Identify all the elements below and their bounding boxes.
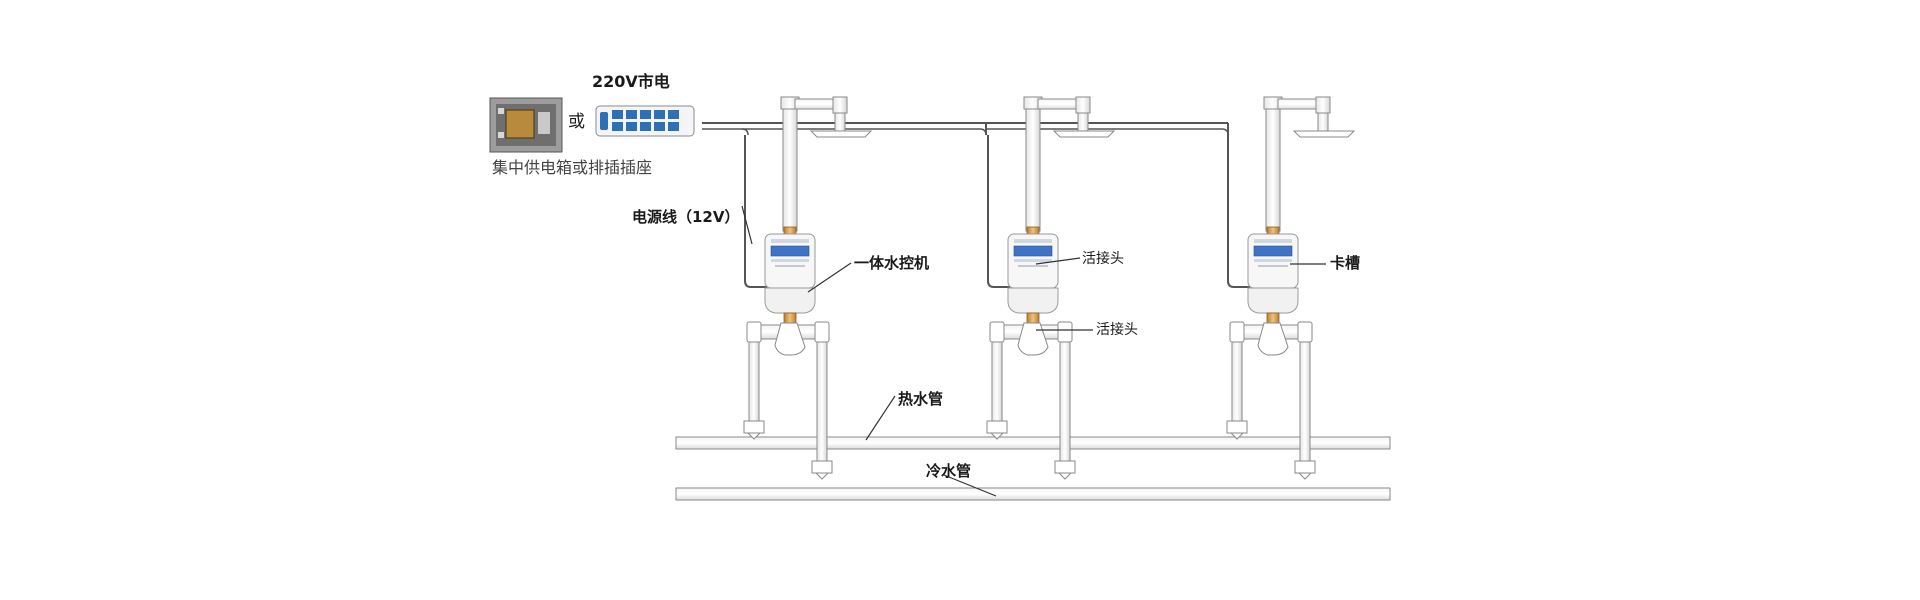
or-label: 或 [568,112,585,132]
hot-water-pipe [675,436,1391,450]
integrated-controller-label: 一体水控机 [854,254,930,272]
union-bottom-label: 活接头 [1096,322,1138,338]
hot-water-pipe-label: 热水管 [898,390,944,408]
power-supply-box [489,97,563,153]
union-top-label: 活接头 [1082,251,1124,267]
shower-unit-1 [743,96,872,480]
power-strip [595,105,695,137]
power-source-label: 集中供电箱或排插插座 [492,158,653,177]
card-slot-label: 卡槽 [1330,254,1361,272]
cold-water-pipe-label: 冷水管 [926,462,972,480]
cold-water-pipe [675,487,1391,501]
leader-lines [741,205,1326,497]
shower-unit-3 [1226,96,1355,480]
power-cable-label: 电源线（12V） [632,208,740,226]
shower-unit-2 [986,96,1115,480]
mains-power-label: 220V市电 [592,72,670,91]
